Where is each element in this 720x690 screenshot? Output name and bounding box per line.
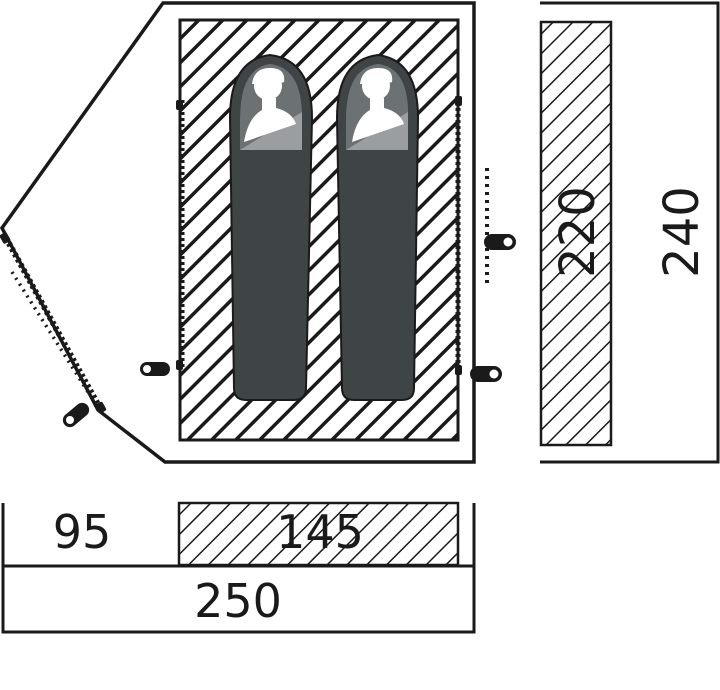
peg-icon — [470, 366, 502, 382]
vestibule-depth-label: 95 — [53, 505, 112, 559]
inner-width-bar — [177, 501, 460, 567]
outer-length-label: 240 — [654, 186, 710, 278]
total-width-label: 250 — [194, 574, 282, 628]
outer-length-bracket — [540, 1, 720, 464]
peg-icon — [140, 362, 170, 376]
person-icon — [352, 68, 404, 142]
peg-icon — [62, 402, 90, 428]
sleeping-bag-left — [228, 53, 314, 401]
total-width-bracket — [1, 503, 476, 634]
zipper-icon — [455, 96, 462, 375]
zipper-icon — [176, 100, 185, 370]
inner-length-bar — [539, 20, 613, 447]
inner-length-label: 220 — [550, 186, 606, 278]
door-zipper-icon — [0, 232, 107, 414]
inner-width-label: 145 — [276, 505, 364, 559]
person-icon — [244, 68, 296, 142]
peg-icon — [484, 234, 516, 250]
sleeping-bag-right — [335, 53, 420, 401]
